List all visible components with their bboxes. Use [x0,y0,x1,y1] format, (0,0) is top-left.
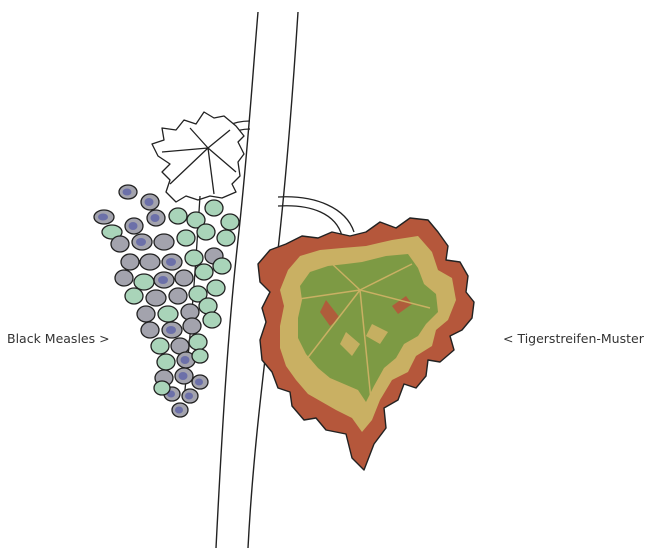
healthy-berry [169,208,187,224]
berry-spot [158,276,168,284]
berry-spot [175,407,183,414]
diseased-berry [111,236,129,252]
outline-leaf [152,112,244,202]
healthy-berry [157,354,175,370]
healthy-berry [154,381,170,395]
berry-spot [151,214,160,222]
berry-spot [136,238,146,246]
healthy-berry [177,230,195,246]
diseased-berry [141,322,159,338]
diseased-berry [154,234,174,250]
healthy-berry [192,349,208,363]
diseased-berry [121,254,139,270]
berry-spot [123,189,132,196]
berry-spot [195,379,203,386]
black-measles-label: Black Measles > [7,331,110,346]
healthy-berry [217,230,235,246]
healthy-berry [195,264,213,280]
diseased-berry [137,306,155,322]
diseased-berry [146,290,166,306]
berry-spot [129,222,138,230]
berry-spot [179,372,188,380]
diseased-berry [175,270,193,286]
diseased-berry [183,318,201,334]
tiger-stripe-label: < Tigerstreifen-Muster [503,331,644,346]
healthy-berry [207,280,225,296]
diseased-berry [115,270,133,286]
diseased-berry [169,288,187,304]
berry-spot [181,356,190,364]
tiger-stripe-leaf [258,218,474,470]
diseased-berry [140,254,160,270]
healthy-berry [185,250,203,266]
grape-cluster [94,185,239,417]
healthy-berry [158,306,178,322]
healthy-berry [221,214,239,230]
healthy-berry [205,200,223,216]
berry-spot [166,258,176,266]
berry-spot [145,198,154,206]
berry-spot [185,393,193,400]
healthy-berry [197,224,215,240]
berry-spot [98,214,108,221]
healthy-berry [213,258,231,274]
healthy-berry [203,312,221,328]
berry-spot [166,326,176,334]
healthy-berry [189,334,207,350]
healthy-berry [125,288,143,304]
healthy-berry [151,338,169,354]
healthy-berry [134,274,154,290]
